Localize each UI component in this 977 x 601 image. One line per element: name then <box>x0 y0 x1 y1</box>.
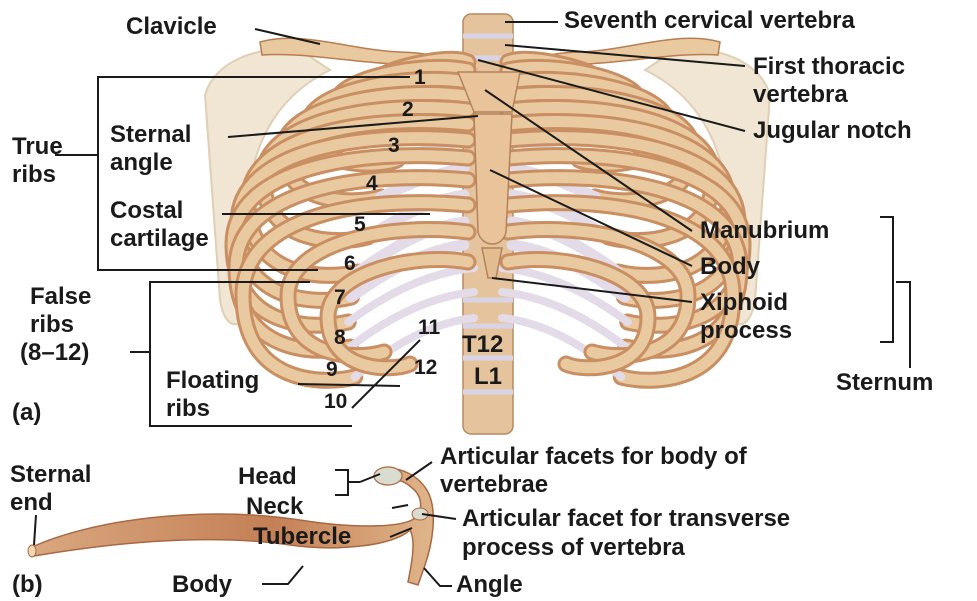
rib-number-2: 2 <box>402 98 414 122</box>
true-ribs-label-line1: True <box>12 134 63 160</box>
floating-ribs-label-line2: ribs <box>166 396 210 422</box>
panel-b-tag: (b) <box>12 572 43 598</box>
t12-label: T12 <box>462 332 503 358</box>
rib-number-5: 5 <box>354 213 366 237</box>
rib-number-1: 1 <box>414 66 426 90</box>
angle-label: Angle <box>456 572 523 598</box>
rib-number-9: 9 <box>326 358 338 382</box>
sternal-angle-label-line2: angle <box>110 150 173 176</box>
first-thoracic-label-line2: vertebra <box>753 82 848 108</box>
true-ribs-label-line2: ribs <box>12 162 56 188</box>
sternal-end-label-line2: end <box>10 490 53 516</box>
floating-ribs-label-line1: Floating <box>166 368 259 394</box>
sternal-end-label-line1: Sternal <box>10 462 91 488</box>
rib-number-3: 3 <box>388 134 400 158</box>
articular-facets-body-label-line1: Articular facets for body of <box>440 444 747 470</box>
l1-label: L1 <box>474 364 502 390</box>
rib-number-6: 6 <box>344 252 356 276</box>
head-label: Head <box>238 464 297 490</box>
sternum-label: Sternum <box>836 370 933 396</box>
articular-facets-body-label-line2: vertebrae <box>440 472 548 498</box>
false-ribs-label-line2: ribs <box>30 312 74 338</box>
rib-number-7: 7 <box>334 286 346 310</box>
neck-label: Neck <box>246 494 303 520</box>
costal-cartilage-label-line2: cartilage <box>110 226 209 252</box>
tubercle-label: Tubercle <box>253 524 351 550</box>
articular-facet-transverse-label-line1: Articular facet for transverse <box>462 506 790 532</box>
false-ribs-label-line1: False <box>30 284 91 310</box>
xiphoid-process-label-line1: Xiphoid <box>700 290 788 316</box>
xiphoid-process-label-line2: process <box>700 318 792 344</box>
seventh-cervical-vertebra-label: Seventh cervical vertebra <box>564 8 855 34</box>
rib-number-8: 8 <box>334 326 346 350</box>
jugular-notch-label: Jugular notch <box>753 118 912 144</box>
rib-number-10: 10 <box>324 390 347 414</box>
articular-facet-transverse-label-line2: process of vertebra <box>462 535 685 561</box>
rib-number-12: 12 <box>414 356 437 380</box>
sternal-angle-label-line1: Sternal <box>110 122 191 148</box>
manubrium-label: Manubrium <box>700 218 829 244</box>
body-label: Body <box>700 254 760 280</box>
panel-a-tag: (a) <box>12 400 41 426</box>
false-ribs-label-line3: (8–12) <box>20 340 89 366</box>
rib-number-11: 11 <box>418 316 440 340</box>
costal-cartilage-label-line1: Costal <box>110 198 183 224</box>
clavicle-label: Clavicle <box>126 14 217 40</box>
rib-body-label: Body <box>172 572 232 598</box>
first-thoracic-label-line1: First thoracic <box>753 54 905 80</box>
rib-number-4: 4 <box>366 172 378 196</box>
